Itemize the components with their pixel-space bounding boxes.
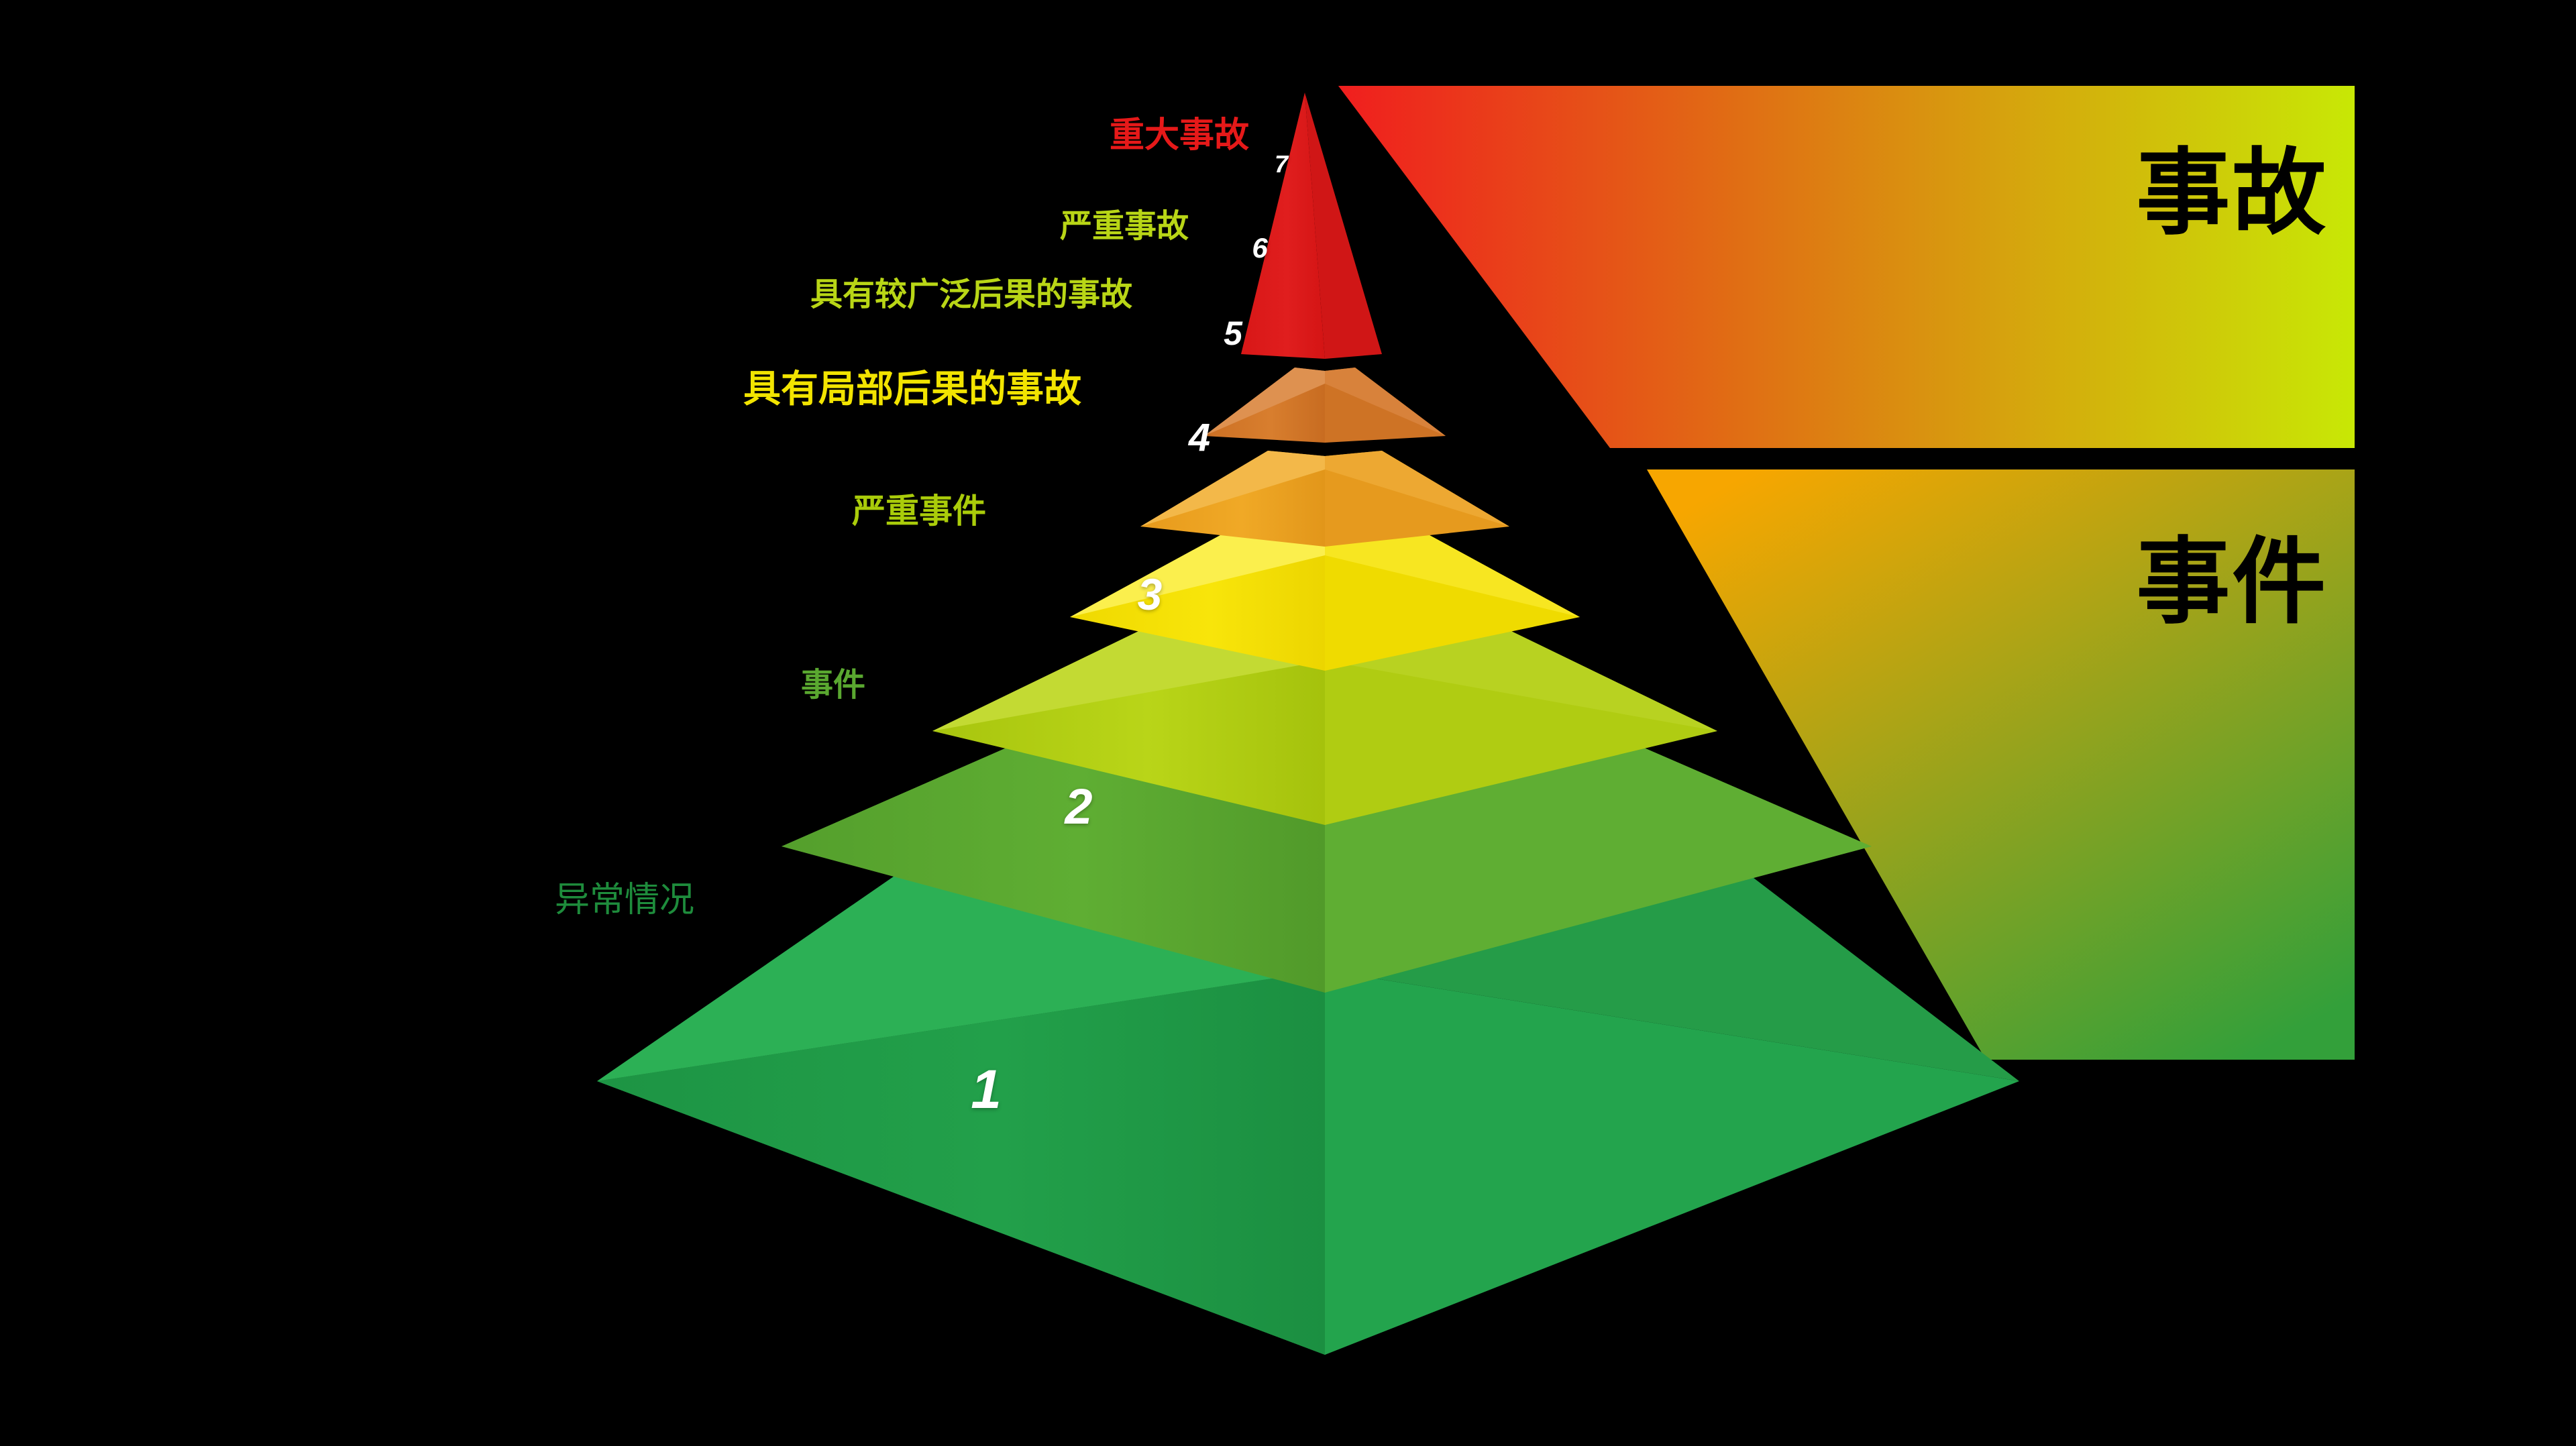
pyramid-level-5 bbox=[1140, 451, 1509, 547]
pyramid-level-3 bbox=[932, 624, 1717, 825]
level-label-6: 严重事故 bbox=[1059, 209, 1189, 244]
level-number-5: 5 bbox=[1224, 315, 1242, 352]
pyramid-level-6 bbox=[1204, 368, 1446, 443]
level-number-7: 7 bbox=[1274, 150, 1289, 178]
level-7-apex-left bbox=[1241, 93, 1325, 359]
panel-incident-group bbox=[1647, 469, 2355, 1060]
panel-accident-group bbox=[1338, 86, 2355, 448]
level-label-2: 事件 bbox=[800, 667, 865, 703]
level-6-top-right bbox=[1325, 368, 1446, 436]
level-label-3: 严重事件 bbox=[852, 492, 986, 530]
level-4-top-right bbox=[1325, 531, 1580, 617]
panel-incident-shape bbox=[1647, 469, 2355, 1060]
panel-incident-label: 事件 bbox=[2136, 529, 2328, 634]
panel-accident-label: 事故 bbox=[2136, 140, 2328, 245]
level-3-top-left bbox=[932, 624, 1325, 731]
level-5-top-left bbox=[1140, 451, 1325, 526]
level-1-front-left bbox=[597, 970, 1325, 1355]
level-6-top-left bbox=[1204, 368, 1325, 436]
level-1-front-right bbox=[1325, 970, 2019, 1355]
level-3-top-right bbox=[1325, 624, 1717, 731]
pyramid-level-4 bbox=[1070, 531, 1580, 671]
level-number-1: 1 bbox=[971, 1059, 1002, 1120]
level-label-4: 具有局部后果的事故 bbox=[743, 368, 1081, 410]
level-7-apex-right bbox=[1305, 93, 1382, 359]
level-label-5: 具有较广泛后果的事故 bbox=[810, 277, 1132, 313]
level-number-6: 6 bbox=[1252, 232, 1268, 264]
level-4-top-left bbox=[1070, 531, 1325, 617]
pyramid-level-7 bbox=[1241, 93, 1382, 359]
level-label-7: 重大事故 bbox=[1109, 116, 1249, 155]
panel-accident-shape bbox=[1338, 86, 2355, 448]
level-label-1: 异常情况 bbox=[554, 881, 694, 920]
level-number-4: 4 bbox=[1188, 416, 1211, 459]
level-number-2: 2 bbox=[1065, 779, 1093, 834]
level-number-3: 3 bbox=[1137, 569, 1163, 619]
level-5-top-right bbox=[1325, 451, 1509, 526]
